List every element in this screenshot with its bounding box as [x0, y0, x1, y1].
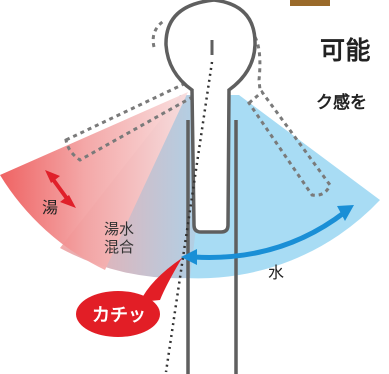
click-speech-bubble [76, 258, 182, 337]
faucet-lever [164, 0, 257, 234]
header-tab [290, 0, 330, 6]
hot-water-zone [0, 92, 188, 270]
ghost-lever-right [246, 89, 332, 197]
label-mixed-line2: 混合 [104, 238, 134, 256]
label-cold: 水 [268, 263, 284, 282]
headline-line-1: 可能 [320, 36, 372, 65]
label-hot: 湯 [42, 198, 58, 217]
headline-line-2: ク感を [316, 93, 367, 113]
boundary-dotted-line [164, 61, 214, 373]
hot-range-arrow [45, 170, 76, 208]
label-mixed-line1: 湯水 [104, 220, 134, 238]
ghost-lever-left [64, 81, 199, 162]
label-click: カチッ [92, 305, 146, 326]
cold-water-zone [185, 95, 380, 279]
cold-range-arrow [181, 205, 354, 265]
